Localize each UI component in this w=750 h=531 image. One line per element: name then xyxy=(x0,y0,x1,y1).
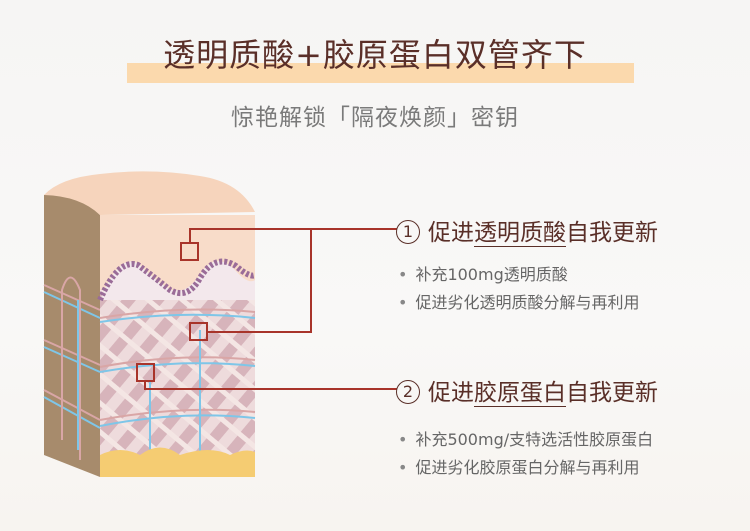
dermis-papilla xyxy=(100,261,255,300)
feature-text: 自我更新 xyxy=(566,220,658,246)
feature-collagen: 2 促进胶原蛋白自我更新 xyxy=(396,373,658,407)
feature-text: 自我更新 xyxy=(566,380,658,406)
title-highlight xyxy=(127,63,634,83)
feature-hyaluronic-acid: 1 促进透明质酸自我更新 xyxy=(396,213,658,247)
dermis-collagen xyxy=(100,290,255,477)
bullet: 补充100mg透明质酸 xyxy=(398,261,567,285)
skin-top-surface xyxy=(44,171,255,215)
bullet: 补充500mg/支特选活性胶原蛋白 xyxy=(398,426,653,450)
page-subtitle: 惊艳解锁「隔夜焕颜」密钥 xyxy=(231,105,519,131)
feature-emphasis: 胶原蛋白 xyxy=(474,380,566,407)
number-badge: 2 xyxy=(396,380,420,404)
number-badge: 1 xyxy=(396,220,420,244)
bullet: 促进劣化胶原蛋白分解与再利用 xyxy=(398,454,639,478)
connector-lines xyxy=(136,228,397,390)
feature-text: 促进 xyxy=(428,380,474,406)
fat-layer xyxy=(100,447,255,477)
feature-text: 促进 xyxy=(428,220,474,246)
front-vessels xyxy=(99,308,256,470)
basal-layer xyxy=(97,258,257,302)
feature-emphasis: 透明质酸 xyxy=(474,220,566,247)
page-title: 透明质酸+胶原蛋白双管齐下 xyxy=(163,36,587,74)
side-vessels xyxy=(43,276,101,460)
skin-side-face xyxy=(44,192,100,478)
bullet: 促进劣化透明质酸分解与再利用 xyxy=(398,289,639,313)
